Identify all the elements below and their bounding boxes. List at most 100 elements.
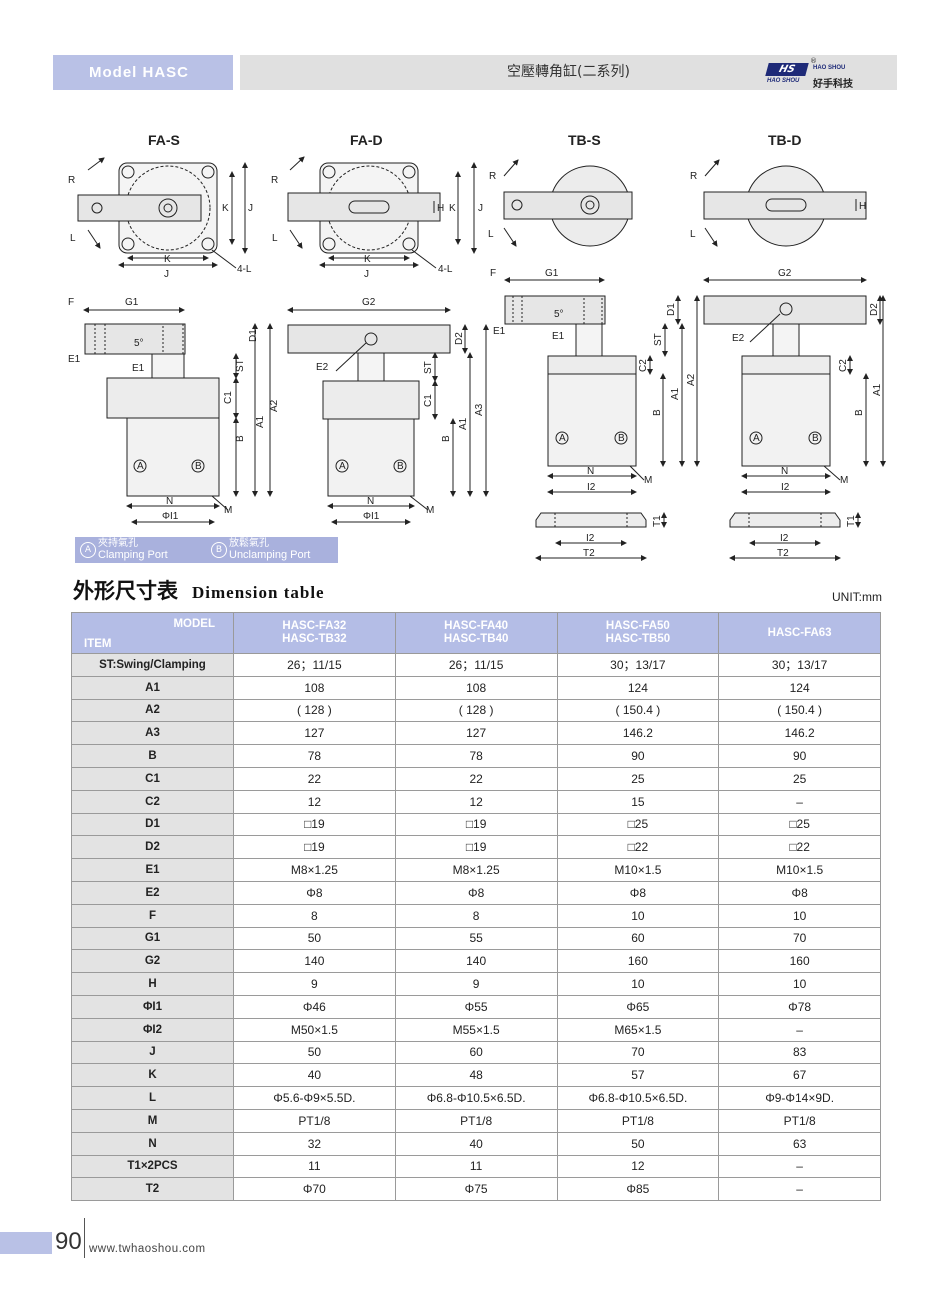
row-item-label: M — [71, 1108, 234, 1133]
tb-s-label-a1: A1 — [670, 387, 681, 400]
table-cell: 25 — [556, 766, 720, 791]
fa-d-label-j: J — [364, 269, 369, 280]
table-cell: □19 — [233, 835, 396, 860]
table-cell: □19 — [233, 812, 396, 837]
tb-d-label-t2: T2 — [777, 548, 789, 559]
table-cell: 78 — [394, 744, 558, 768]
tb-d-label-l: L — [690, 229, 696, 240]
table-cell: M50×1.5 — [233, 1017, 396, 1042]
fa-d-label-b: B — [441, 435, 452, 442]
tb-d-port-a: A — [753, 433, 760, 444]
row-item-label: ΦI2 — [71, 1017, 234, 1042]
fa-s-label-j: J — [164, 269, 169, 280]
tb-d-label-b: B — [854, 409, 865, 416]
column-header-line2: HASC-TB40 — [443, 633, 509, 645]
tb-d-label-m: M — [840, 475, 848, 486]
fa-d-label-st: ST — [423, 361, 434, 374]
tb-d-label-d2: D2 — [869, 303, 880, 316]
section-title-cn: 外形尺寸表 — [73, 578, 178, 603]
tb-d-label-r: R — [690, 171, 697, 182]
footer-accent-bar — [0, 1232, 52, 1254]
row-item-label: F — [71, 903, 234, 928]
fa-d-label-d2: D2 — [454, 332, 465, 345]
tb-s-label-r: R — [489, 171, 496, 182]
section-title-en: Dimension table — [192, 583, 325, 602]
fa-d-top-view — [287, 156, 477, 269]
table-cell: 108 — [233, 675, 396, 700]
technical-drawings: FA-S FA-D TB-S TB-D R L K J K J 4-L — [68, 132, 886, 561]
table-cell: 146.2 — [718, 721, 881, 746]
table-cell: 55 — [394, 926, 558, 951]
tb-d-label-a1: A1 — [872, 383, 883, 396]
tb-s-label-st: ST — [653, 333, 664, 346]
table-cell: 160 — [556, 949, 720, 974]
column-header-line1: HASC-FA32 — [282, 620, 347, 632]
tb-s-label-t1: T1 — [652, 515, 663, 527]
logo-cn: 好手科技 — [813, 79, 853, 90]
port-legend: A 夾持氣孔 Clamping Port B 放鬆氣孔 Unclamping P… — [75, 537, 338, 563]
clamping-port-cn: 夾持氣孔 — [98, 538, 138, 549]
table-cell: 90 — [718, 744, 881, 768]
unclamping-port-symbol: B — [211, 542, 227, 558]
fa-d-label-n: N — [367, 496, 374, 507]
table-cell: 57 — [556, 1063, 720, 1088]
table-cell: Φ6.8-Φ10.5×6.5D. — [394, 1086, 558, 1110]
table-cell: 70 — [718, 926, 881, 951]
fa-s-label-d1: D1 — [248, 329, 259, 342]
tb-s-label-angle: 5° — [554, 309, 564, 320]
table-cell: 63 — [718, 1131, 881, 1156]
table-cell: 25 — [718, 766, 881, 791]
table-corner-header: MODEL ITEM — [71, 612, 234, 654]
tb-d-label-i2b: I2 — [780, 533, 789, 544]
table-cell: □19 — [394, 835, 558, 860]
table-cell: 12 — [233, 789, 396, 814]
table-cell: 12 — [556, 1154, 720, 1179]
tb-s-label-g1: G1 — [545, 268, 559, 279]
tb-s-label-i2b: I2 — [586, 533, 595, 544]
unit-label: UNIT:mm — [832, 590, 882, 604]
column-header-line1: HASC-FA50 — [605, 620, 670, 632]
fa-s-label-e1b: E1 — [132, 363, 145, 374]
tb-s-label-e1b: E1 — [552, 331, 565, 342]
row-item-label: E2 — [71, 880, 234, 905]
table-cell: M8×1.25 — [233, 858, 396, 882]
table-cell: Φ9-Φ14×9D. — [718, 1086, 881, 1110]
fa-s-side-view — [83, 307, 273, 525]
table-cell: – — [718, 1177, 881, 1202]
fa-d-label-a3: A3 — [474, 403, 485, 416]
fa-d-label-k: K — [364, 254, 371, 265]
table-cell: 67 — [718, 1063, 881, 1088]
logo-en-top: HAO SHOU — [813, 65, 846, 71]
table-row: D1□19□19□25□25 — [71, 812, 881, 837]
tb-s-label-m: M — [644, 475, 652, 486]
tb-s-port-b: B — [618, 433, 625, 444]
fa-s-label-j2: J — [248, 203, 253, 214]
table-cell: Φ8 — [556, 880, 720, 905]
fa-s-label-l: L — [70, 233, 76, 244]
table-cell: □25 — [718, 812, 881, 837]
fa-s-label-k: K — [164, 254, 171, 265]
fa-s-label-k2: K — [222, 203, 229, 214]
table-cell: 22 — [394, 766, 558, 791]
table-cell: Φ78 — [718, 994, 881, 1019]
table-cell: 8 — [233, 903, 396, 928]
row-item-label: L — [71, 1086, 234, 1110]
table-cell: 40 — [394, 1131, 558, 1156]
page-title: 空壓轉角缸(二系列) — [507, 64, 630, 80]
fa-d-label-k2: K — [449, 203, 456, 214]
row-item-label: ΦI1 — [71, 994, 234, 1019]
corner-model-label: MODEL — [173, 618, 215, 630]
fa-d-label-a1: A1 — [458, 417, 469, 430]
table-cell: Φ65 — [556, 994, 720, 1019]
tb-s-label-n: N — [587, 466, 594, 477]
table-cell: 30；13/17 — [718, 653, 881, 677]
